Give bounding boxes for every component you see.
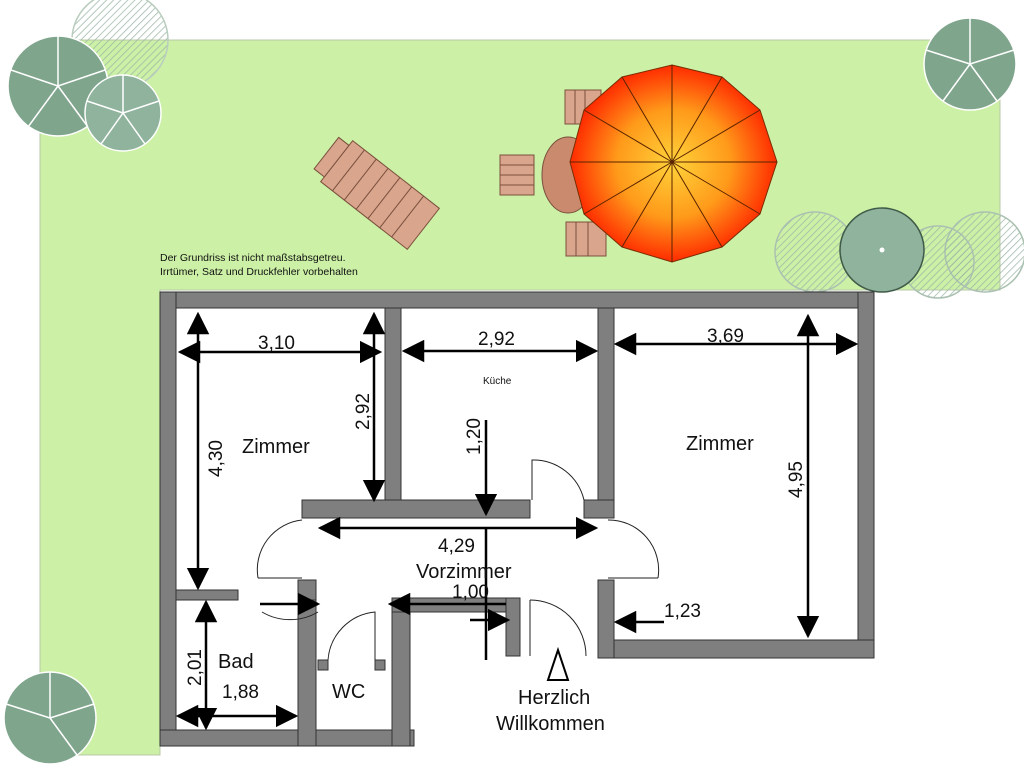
dim-zimmer-left-width: 3,10: [258, 333, 295, 354]
dim-entrance-offset: 1,23: [664, 601, 701, 622]
dim-vorzimmer-width: 4,29: [438, 536, 475, 557]
walls: [159, 291, 875, 747]
room-label-zimmer-left: Zimmer: [242, 436, 310, 458]
dim-vorzimmer-depth: 1,00: [452, 582, 489, 603]
patio-chairs: [499, 89, 607, 257]
room-label-bad: Bad: [218, 651, 254, 673]
entrance-marker: [546, 646, 570, 681]
dim-zimmer-left-height: 4,30: [206, 440, 227, 477]
dim-zimmer-right-width: 3,69: [707, 326, 744, 347]
disclaimer-line-2: Irrtümer, Satz und Druckfehler vorbehalt…: [160, 266, 358, 278]
floors: [176, 308, 858, 730]
parasol: [569, 64, 778, 263]
sun-lounger: [313, 136, 441, 251]
dim-bad-height: 2,01: [185, 649, 206, 686]
room-label-wc: WC: [332, 681, 365, 703]
plant-top-left: [7, 0, 169, 152]
disclaimer-line-1: Der Grundriss ist nicht maßstabsgetreu.: [160, 252, 346, 264]
room-label-zimmer-right: Zimmer: [686, 433, 754, 455]
plant-bottom-left: [3, 671, 97, 765]
dim-zimmer-right-height: 4,95: [786, 461, 807, 498]
plant-top-right: [923, 17, 1017, 111]
welcome-line-1: Herzlich: [518, 687, 590, 709]
dim-kueche-depth: 1,20: [464, 418, 485, 455]
room-label-vorzimmer: Vorzimmer: [416, 561, 512, 583]
welcome-line-2: Willkommen: [496, 713, 605, 735]
dimension-lines: [175, 311, 859, 731]
door-swings: [256, 459, 660, 661]
dim-kueche-width: 2,92: [478, 329, 515, 350]
plant-group-right: [774, 207, 1024, 299]
dim-bad-width: 1,88: [222, 682, 259, 703]
room-label-kueche: Küche: [483, 376, 512, 387]
dim-zimmer-left-inner: 2,92: [353, 393, 374, 430]
